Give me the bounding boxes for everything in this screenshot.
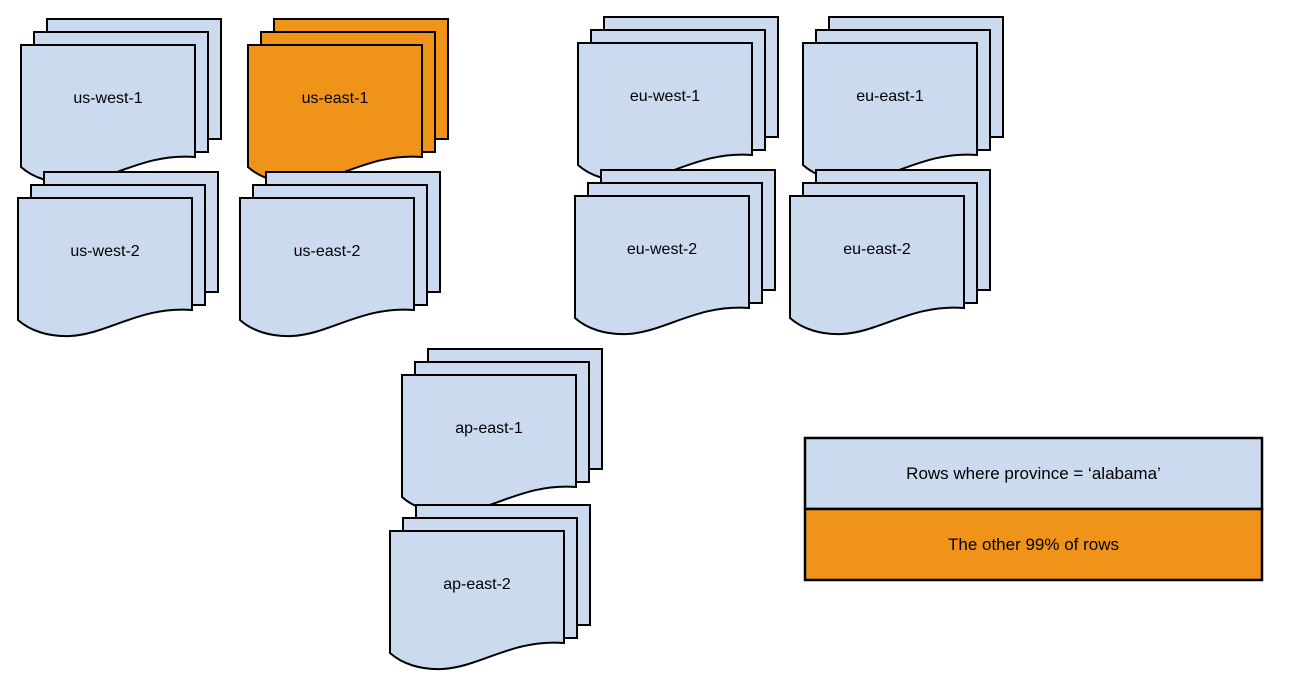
document-stack-us-west-2[interactable]: us-west-2 (17, 171, 219, 338)
document-sheet-front (802, 42, 978, 183)
document-sheet-front (17, 197, 193, 338)
document-stack-eu-west-2[interactable]: eu-west-2 (574, 169, 776, 336)
stack-label: us-west-1 (73, 90, 142, 107)
document-sheet-front (239, 197, 415, 338)
document-sheet-front (389, 530, 565, 671)
document-sheet-front (20, 44, 196, 185)
legend: Rows where province = ‘alabama’ The other… (803, 436, 1264, 582)
legend-swatch-2 (803, 507, 1264, 582)
document-stack-ap-east-2[interactable]: ap-east-2 (389, 504, 591, 671)
stack-label: eu-east-1 (856, 88, 924, 105)
document-stack-us-east-2[interactable]: us-east-2 (239, 171, 441, 338)
document-stack-us-west-1[interactable]: us-west-1 (20, 18, 222, 185)
document-sheet-front (401, 374, 577, 515)
document-stack-eu-west-1[interactable]: eu-west-1 (577, 16, 779, 183)
document-sheet-front (574, 195, 750, 336)
document-sheet-front (247, 44, 423, 185)
stack-label: ap-east-2 (443, 576, 511, 593)
legend-swatch-1 (803, 436, 1264, 511)
stack-label: us-east-2 (294, 243, 361, 260)
document-sheet-front (577, 42, 753, 183)
document-stack-eu-east-2[interactable]: eu-east-2 (789, 169, 991, 336)
document-stack-ap-east-1[interactable]: ap-east-1 (401, 348, 603, 515)
stack-label: eu-east-2 (843, 241, 911, 258)
stack-label: us-east-1 (302, 90, 369, 107)
document-stack-eu-east-1[interactable]: eu-east-1 (802, 16, 1004, 183)
document-stack-us-east-1[interactable]: us-east-1 (247, 18, 449, 185)
stack-label: us-west-2 (70, 243, 139, 260)
stacks-layer: us-west-1 us-east-1 eu-west-1 eu-east-1 us-w… (17, 16, 1004, 671)
legend-label-2: The other 99% of rows (948, 535, 1119, 554)
stack-label: eu-west-1 (630, 88, 700, 105)
stack-label: eu-west-2 (627, 241, 697, 258)
legend-label-1: Rows where province = ‘alabama’ (906, 464, 1161, 483)
stack-label: ap-east-1 (455, 420, 523, 437)
document-sheet-front (789, 195, 965, 336)
